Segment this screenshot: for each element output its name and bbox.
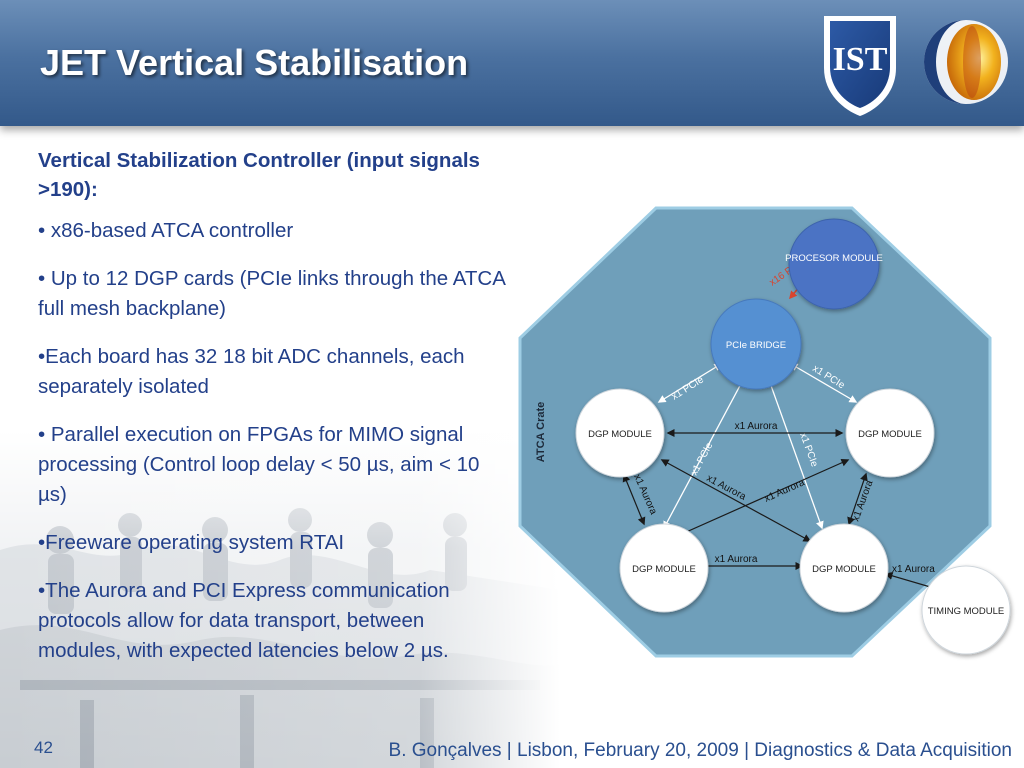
processor-label-line: PROCESOR MODULE	[785, 253, 883, 264]
pcie-bridge	[710, 298, 802, 390]
bullet-item: • x86-based ATCA controller	[38, 219, 294, 242]
dgp-module-label: DGP MODULE	[632, 564, 696, 575]
dgp-module-label: DGP MODULE	[588, 429, 652, 440]
header-band: JET Vertical Stabilisation IST	[0, 0, 1024, 126]
dgp-module-label: DGP MODULE	[812, 564, 876, 575]
footer-text: B. Gonçalves | Lisbon, February 20, 2009…	[388, 740, 1012, 761]
timing-module-label: TIMING MODULE	[928, 606, 1005, 617]
bullet-item: •Freeware operating system RTAI	[38, 531, 345, 554]
dgp-module-bottom-right	[799, 523, 889, 613]
link-label-x1-aurora: x1 Aurora	[892, 564, 935, 575]
dgp-module-left	[575, 388, 665, 478]
bullet-item: •Each board has 32 18 bit ADC channels, …	[38, 345, 465, 398]
atca-crate-diagram: ATCA Crate x16 PCIe x1 PCIe x1 PCIe x1 P…	[518, 206, 1011, 658]
timing-module	[921, 565, 1011, 655]
content-column: Vertical Stabilization Controller (input…	[38, 146, 508, 684]
ipfn-logo	[924, 20, 1008, 104]
slide-title: JET Vertical Stabilisation	[40, 42, 469, 83]
dgp-module-label: DGP MODULE	[858, 429, 922, 440]
dgp-module-right	[845, 388, 935, 478]
dgp-module-bottom-left	[619, 523, 709, 613]
processor-module	[788, 218, 880, 310]
link-label-x1-aurora: x1 Aurora	[715, 554, 758, 565]
crate-label: ATCA Crate	[535, 402, 547, 463]
bullet-list: • x86-based ATCA controller • Up to 12 D…	[38, 216, 508, 666]
processor-label: PROCESOR MODULE	[785, 253, 883, 264]
link-aurora-diag-2	[664, 458, 850, 543]
bullet-item: •The Aurora and PCI Express communicatio…	[38, 579, 450, 662]
ist-logo-text: IST	[833, 41, 888, 78]
bullet-item: • Parallel execution on FPGAs for MIMO s…	[38, 423, 480, 506]
link-aurora-right	[847, 472, 868, 526]
bullet-item: • Up to 12 DGP cards (PCIe links through…	[38, 267, 505, 320]
link-label-x1-aurora: x1 Aurora	[735, 421, 778, 432]
ist-logo: IST	[824, 16, 896, 116]
subheading: Vertical Stabilization Controller (input…	[38, 149, 480, 201]
pcie-bridge-label: PCIe BRIDGE	[726, 340, 786, 351]
link-aurora-left	[622, 473, 646, 526]
page-number: 42	[34, 738, 53, 757]
